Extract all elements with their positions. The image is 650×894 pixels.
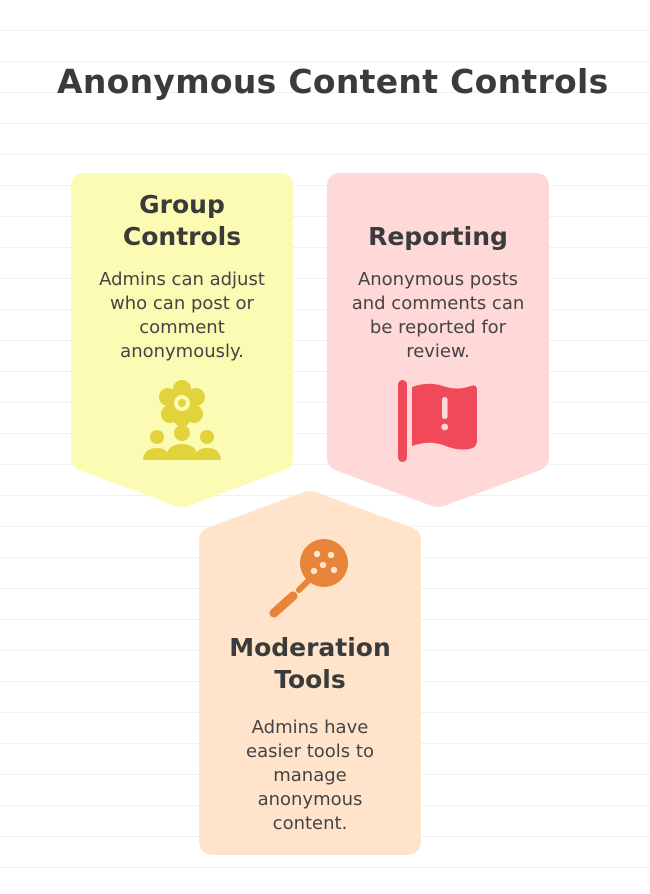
group-controls-card: Group Controls Admins can adjust who can… [71, 173, 293, 508]
page-title: Anonymous Content Controls [57, 62, 609, 101]
reporting-card: Reporting Anonymous posts and comments c… [327, 173, 549, 508]
moderation-tools-card: Moderation Tools Admins have easier tool… [199, 490, 421, 855]
card-heading: Reporting [368, 222, 508, 251]
group-settings-icon [143, 380, 221, 460]
card-body: Anonymous posts and comments can be repo… [351, 269, 525, 362]
card-shape [71, 173, 293, 507]
card-shape [199, 491, 421, 855]
report-flag-icon [398, 380, 477, 462]
card-body: Admins have easier tools to manage anony… [246, 717, 374, 834]
moderation-tool-icon [269, 539, 348, 618]
card-heading: Moderation Tools [229, 633, 391, 694]
card-heading: Group Controls [122, 190, 242, 251]
card-shape [327, 173, 549, 507]
card-body: Admins can adjust who can post or commen… [99, 269, 265, 362]
